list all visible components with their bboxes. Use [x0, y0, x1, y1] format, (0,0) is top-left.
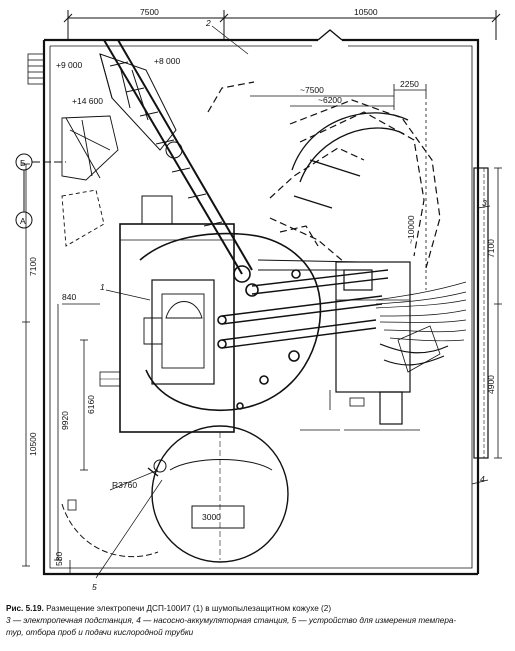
- figure-caption: Рис. 5.19. Размещение электропечи ДСП-10…: [6, 603, 511, 639]
- label-2: 2: [205, 18, 211, 28]
- misc-details: [67, 390, 420, 574]
- axis-markers: [15, 153, 66, 229]
- dim-9920: 9920: [60, 411, 70, 430]
- dim-6200-inner: ~6200: [318, 95, 342, 105]
- upper-platform: [99, 53, 183, 159]
- figure-title: Размещение электропечи ДСП-100И7 (1) в ш…: [46, 604, 332, 613]
- substation-3: [473, 167, 489, 459]
- dim-7100-right: 7100: [486, 239, 496, 258]
- cable-bundles: [375, 281, 467, 342]
- elev-8000: +8 000: [154, 56, 181, 66]
- label-4: 4: [480, 474, 485, 484]
- label-1: 1: [100, 282, 105, 292]
- dim-10000: ~10000: [406, 215, 416, 244]
- dim-6160: 6160: [86, 395, 96, 414]
- enclosure-door: [317, 29, 343, 41]
- label-5: 5: [92, 582, 97, 592]
- dim-580: 580: [54, 552, 64, 566]
- elev-9000: +9 000: [56, 60, 83, 70]
- dim-7100-left: 7100: [28, 257, 38, 276]
- axis-a-label: А: [20, 216, 26, 226]
- caption-legend-line-1: 3 — электропечная подстанция, 4 — насосн…: [6, 616, 457, 625]
- elev-14600: +14 600: [72, 96, 103, 106]
- r3760-radius: [109, 469, 159, 491]
- left-gallery: [61, 115, 119, 247]
- furnace-layout-drawing: 7500 10500 2 +9 000 +8 000 +14 600 ~7500…: [15, 7, 502, 592]
- transformer-structure: [335, 261, 449, 425]
- inner-dimension-lines: [250, 84, 427, 290]
- figure-number: Рис. 5.19.: [6, 604, 44, 613]
- dim-r3760: R3760: [112, 480, 137, 490]
- dim-10500-top: 10500: [354, 7, 378, 17]
- dim-840: 840: [62, 292, 76, 302]
- roof-arc: [291, 112, 409, 209]
- caption-legend-line-2: тур, отбора проб и подачи кислородной тр…: [6, 628, 194, 637]
- right-dimension-lines: [494, 167, 502, 459]
- stair: [27, 53, 45, 85]
- dim-10500-left: 10500: [28, 432, 38, 456]
- dim-7500-top: 7500: [140, 7, 159, 17]
- electrode-arms: [221, 259, 389, 349]
- top-dimension-line: [63, 10, 501, 40]
- label-3: 3: [482, 198, 487, 208]
- dim-4900: 4900: [486, 375, 496, 394]
- leader-lines: [95, 25, 491, 579]
- dim-7500-inner: ~7500: [300, 85, 324, 95]
- caption-title-line: Рис. 5.19. Размещение электропечи ДСП-10…: [6, 603, 511, 615]
- ladle-area: [147, 425, 289, 563]
- dim-2250: 2250: [400, 79, 419, 89]
- enclosure-walls: [42, 38, 480, 576]
- r3760-arc: [61, 503, 159, 558]
- left-dimension-lines: [22, 163, 100, 567]
- oxygen-lance-boom: [103, 39, 253, 275]
- dim-3000: 3000: [202, 512, 221, 522]
- furnace-shell: [139, 232, 322, 411]
- axis-b-label: Б: [20, 158, 26, 168]
